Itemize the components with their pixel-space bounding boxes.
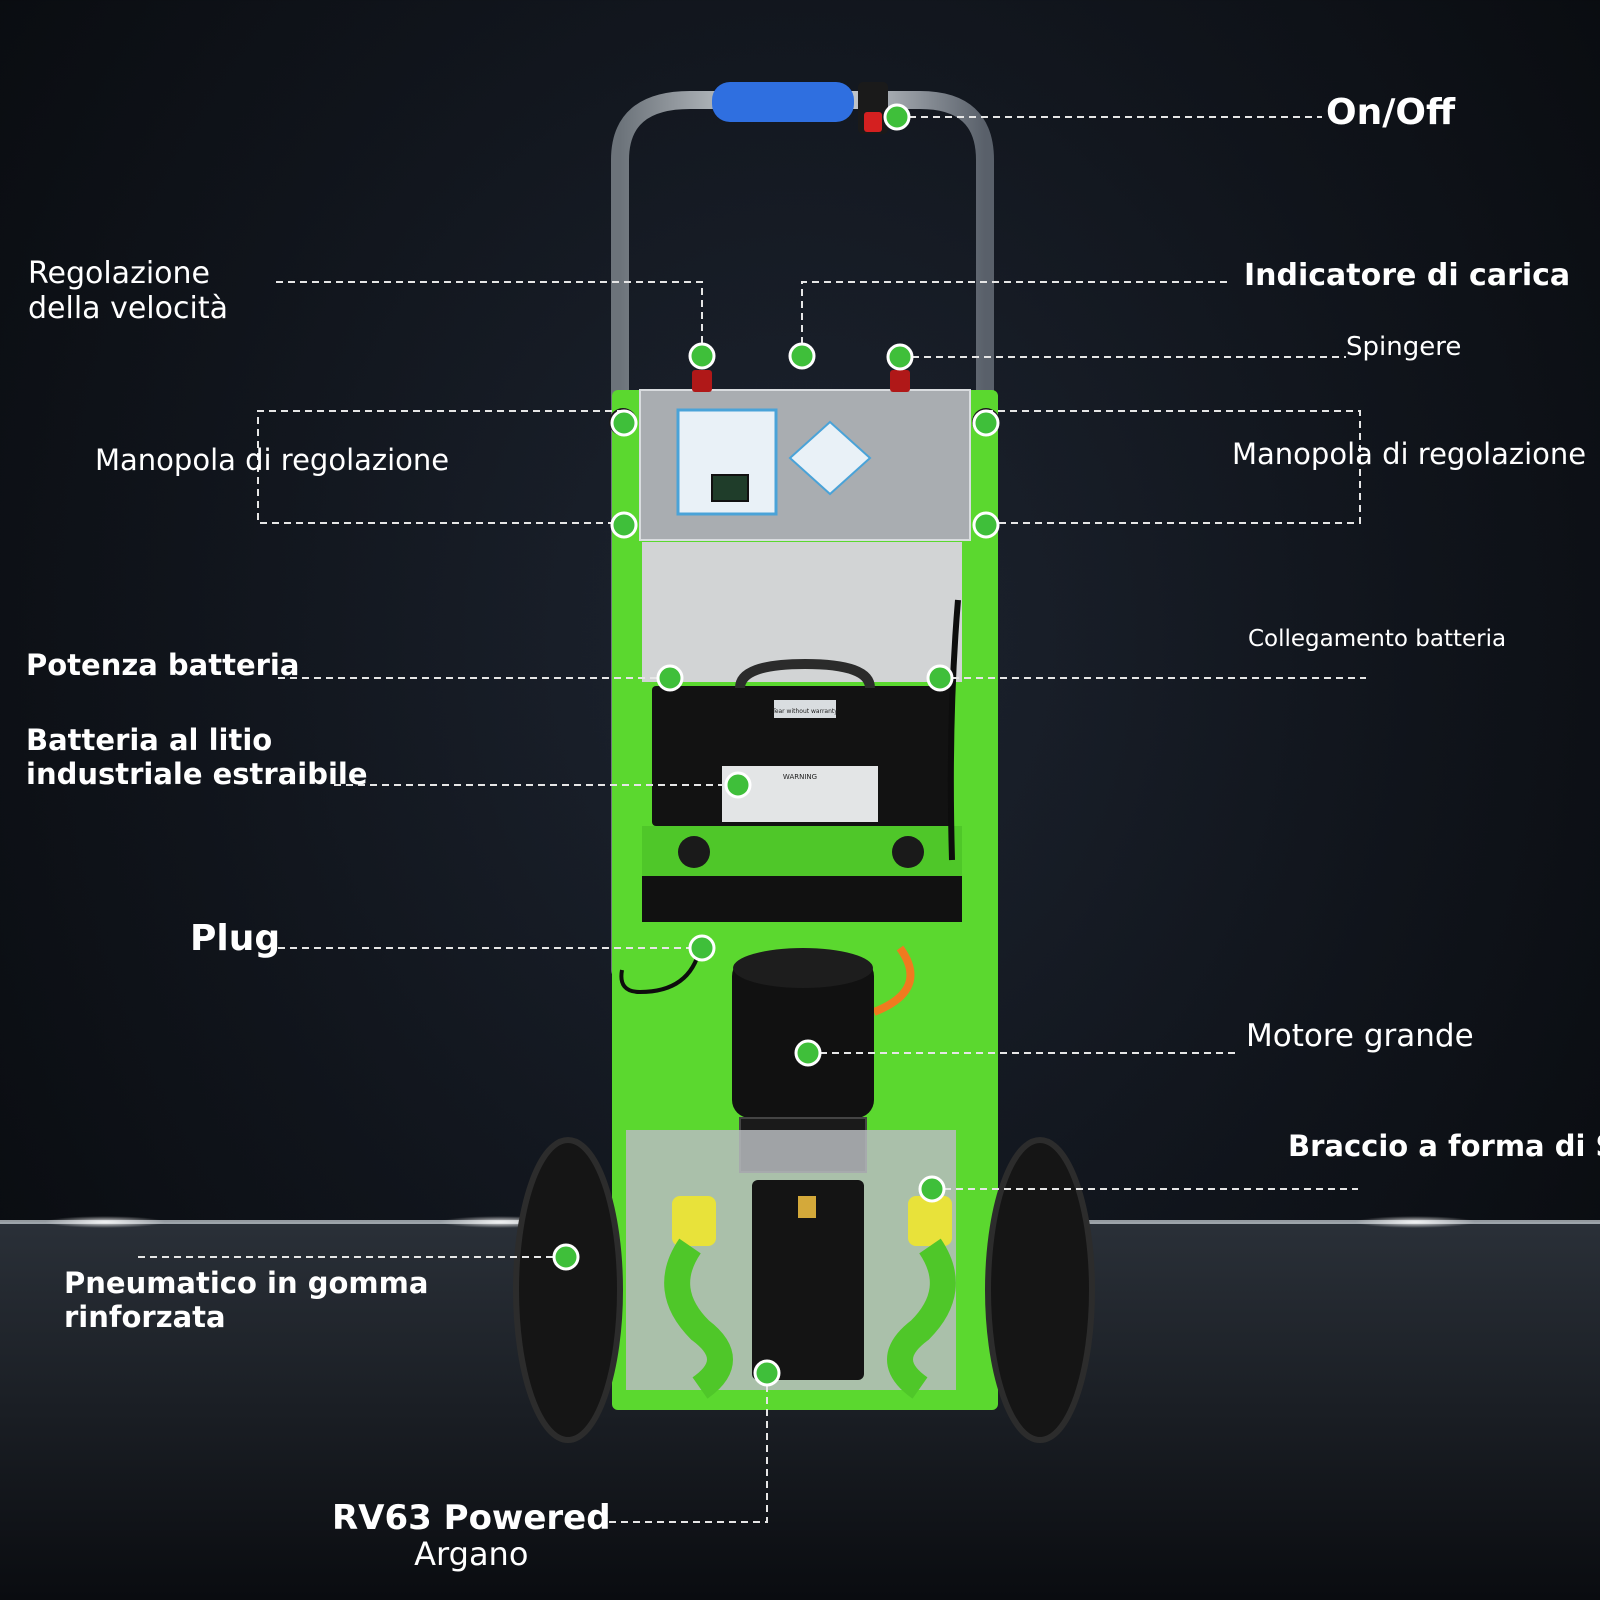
motor-cap: [733, 948, 873, 988]
wheel-right: [985, 1137, 1095, 1443]
battery-handle: [735, 658, 875, 689]
battery-display: [711, 474, 749, 502]
label-adjustment-knob-right: Manopola di regolazione: [1232, 437, 1587, 471]
battery-cable: [947, 599, 961, 861]
marker-knob-bottom-left: [610, 511, 638, 539]
marker-knob-bottom-right: [972, 511, 1000, 539]
blue-handle-grip: [712, 82, 854, 122]
label-battery-line2: industriale estraibile: [26, 757, 368, 792]
orange-hose: [872, 945, 915, 1016]
marker-s-arm: [918, 1175, 946, 1203]
battery-tag: [774, 700, 836, 718]
marker-knob-top-right: [972, 409, 1000, 437]
back-plate: [642, 542, 962, 682]
label-battery-power: Potenza batteria: [26, 648, 300, 682]
gearbox: [752, 1180, 864, 1380]
wheel-left: [513, 1137, 623, 1443]
marker-speed: [688, 342, 716, 370]
gearbox-fitting: [798, 1196, 816, 1218]
switch-red-button: [864, 112, 882, 132]
marker-plug: [688, 934, 716, 962]
label-large-motor: Motore grande: [1246, 1018, 1474, 1054]
marker-winch: [753, 1359, 781, 1387]
marker-motor: [794, 1039, 822, 1067]
s-arm-left: [664, 1238, 733, 1399]
battery-knob-right: [892, 836, 924, 868]
floor-spotlight-right: [1355, 1216, 1475, 1228]
label-on-off: On/Off: [1326, 92, 1456, 133]
s-arm-left-roller: [672, 1196, 716, 1246]
motor-housing: [732, 958, 874, 1118]
label-push: Spingere: [1346, 332, 1462, 362]
marker-knob-top-left: [610, 409, 638, 437]
marker-push: [886, 343, 914, 371]
label-adjustment-knob-left: Manopola di regolazione: [95, 443, 450, 477]
s-arm-right-roller: [908, 1196, 952, 1246]
label-battery-connection: Collegamento batteria: [1248, 626, 1507, 652]
marker-on-off: [883, 103, 911, 131]
label-charge-indicator: Indicatore di carica: [1244, 258, 1571, 293]
s-arm-right: [887, 1238, 956, 1399]
leader-lines: [138, 116, 1366, 1523]
floor-spotlight-left: [45, 1216, 165, 1228]
battery-tray: [642, 876, 962, 922]
diamond-sticker: [788, 420, 872, 496]
marker-battery-connection: [926, 664, 954, 692]
label-battery-line1: Batteria al litio: [26, 723, 273, 757]
label-reinforced-tire-line1: Pneumatico in gomma: [64, 1266, 429, 1300]
speed-switch: [692, 370, 712, 392]
label-speed-regulation: Regolazione della velocità: [28, 256, 228, 327]
marker-battery-power: [656, 664, 684, 692]
marker-charge-indicator: [788, 342, 816, 370]
label-reinforced-tire: Pneumatico in gomma rinforzata: [64, 1266, 428, 1334]
label-rv63-line1: RV63 Powered: [332, 1498, 611, 1538]
label-rv63-winch: RV63 Powered Argano: [332, 1498, 611, 1570]
marker-tire: [552, 1243, 580, 1271]
label-speed-regulation-line1: Regolazione: [28, 256, 210, 291]
plug-cable: [619, 947, 702, 995]
label-plug: Plug: [190, 918, 281, 959]
battery-knob-left: [678, 836, 710, 868]
battery-tag-text: Tear without warranty: [771, 708, 838, 715]
marker-battery: [724, 771, 752, 799]
label-s-arm: Braccio a forma di S: [1288, 1129, 1600, 1163]
label-speed-regulation-line2: della velocità: [28, 291, 228, 327]
warning-label-title: WARNING: [783, 773, 817, 781]
label-battery: Batteria al litio industriale estraibile: [26, 723, 368, 791]
push-switch: [890, 370, 910, 392]
label-reinforced-tire-line2: rinforzata: [64, 1300, 226, 1335]
label-rv63-line2: Argano: [414, 1535, 529, 1574]
